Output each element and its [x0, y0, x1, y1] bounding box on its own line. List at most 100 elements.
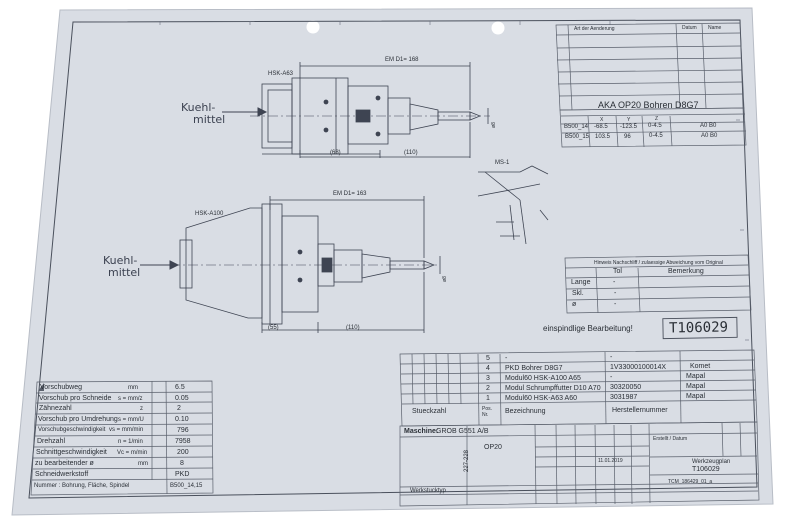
param-unit: n = 1/min	[118, 439, 143, 445]
revision-name: Name	[708, 25, 722, 31]
pos-row1-ab: A0 B0	[700, 123, 717, 129]
param-unit: z	[140, 406, 143, 412]
machine-label: Maschine:	[404, 428, 439, 435]
label-mittel-bottom: mittel	[108, 266, 141, 279]
label-hsk-a100: HSK-A100	[195, 211, 224, 217]
title-ersteller: Erstellt / Datum	[653, 436, 688, 442]
tolerance-col-tol: Tol	[613, 268, 622, 275]
label-dim-110-top: (110)	[404, 150, 418, 156]
param-label: Drehzahl	[37, 438, 66, 445]
revision-datum: Datum	[682, 25, 697, 31]
label-dia-bottom: ø8	[441, 276, 448, 282]
position-title: AKA OP20 Bohren D8G7	[598, 100, 699, 110]
parts-bez: Modul Schrumpffutter D10 A70	[505, 385, 601, 392]
title-date: 11.01.2019	[598, 458, 623, 464]
parts-col-herst: Herstellernummer	[612, 407, 668, 414]
param-unit: s = mm/z	[118, 396, 143, 402]
title-block-grid	[399, 421, 760, 507]
t-number-big: T106029	[668, 319, 729, 337]
param-value: 0.05	[175, 395, 189, 402]
label-kuehl-top: Kuehl-	[181, 101, 216, 114]
revision-block	[555, 22, 745, 111]
pos-col-z: Z	[655, 116, 659, 122]
parts-col-stueck: Stueckzahl	[412, 408, 447, 415]
pos-row2-name: B500_15	[565, 134, 590, 140]
parts-bez: Modul60 HSK-A63 A60	[505, 395, 577, 402]
parts-firma: Mapal	[686, 373, 706, 380]
parts-herst: 3031987	[610, 394, 638, 401]
param-label: Schnittgeschwindigkeit	[36, 449, 107, 456]
pos-row2-x: 103.5	[595, 134, 611, 140]
title-tcm: TCM_186429_01_a	[668, 479, 713, 485]
punch-hole-left	[306, 20, 320, 34]
parts-pos: 4	[486, 365, 490, 372]
param-value: 8	[180, 460, 184, 467]
parts-pos: 3	[486, 375, 490, 382]
param-value: 6.5	[175, 384, 185, 391]
pos-row1-name: B500_14	[564, 124, 589, 130]
label-kuehl-bottom: Kuehl-	[103, 254, 138, 267]
label-em-bottom: EM D1= 163	[333, 191, 367, 197]
parts-bez: -	[505, 355, 508, 362]
label-ms1: MS-1	[495, 160, 510, 166]
param-value: 2	[177, 405, 181, 412]
pos-row1-z: 0-4.5	[648, 123, 662, 129]
tolerance-row-dia: ø	[572, 301, 577, 308]
param-unit: s = mm/U	[118, 417, 144, 423]
machine-part-vertical: 227-228	[464, 449, 471, 473]
machine-op: OP20	[484, 444, 502, 451]
tolerance-row-lange: Lange	[571, 279, 591, 286]
parts-bez: Modul60 HSK-A100 A65	[505, 375, 581, 382]
parts-herst: 1V33000100014X	[610, 364, 667, 371]
param-label: Schneidwerkstoff	[35, 471, 89, 478]
tolerance-row-dia-tol: -	[614, 301, 617, 308]
coolant-arrow-bottom	[140, 260, 180, 270]
machine-value: GROB G551 A/B	[436, 428, 489, 435]
tool-assembly-bottom	[170, 196, 441, 333]
param-value: B500_14,15	[170, 483, 203, 489]
parts-firma: Komet	[690, 363, 711, 370]
param-value: 200	[177, 449, 189, 456]
tolerance-row-lange-tol: -	[613, 279, 616, 286]
revision-header: Art der Aenderung	[574, 26, 615, 32]
pos-row1-y: -123.5	[620, 124, 638, 130]
param-label: zu bearbeitender ø	[35, 460, 94, 467]
parts-herst: -	[610, 354, 613, 361]
parts-pos: 2	[486, 385, 490, 392]
parts-firma: Mapal	[686, 383, 706, 390]
parts-pos: 5	[486, 355, 490, 362]
punch-hole-right	[491, 21, 505, 35]
param-label: Nummer : Bohrung, Fläche, Spindel	[34, 483, 130, 489]
t-number-box	[662, 316, 738, 340]
pos-col-x: X	[600, 117, 604, 123]
param-label: Vorschub pro Umdrehung	[38, 416, 118, 423]
pos-row1-x: -68.5	[594, 124, 608, 130]
param-unit: vs = mm/min	[109, 427, 144, 433]
label-mittel-top: mittel	[193, 113, 226, 126]
parts-herst: -	[610, 374, 613, 381]
tolerance-row-skl-tol: -	[614, 290, 617, 297]
parts-herst: 30320050	[610, 384, 642, 391]
parts-col-bez: Bezeichnung	[505, 408, 546, 415]
param-unit: mm	[128, 385, 138, 391]
machine-werkstucktyp: Werkstucktyp	[410, 488, 446, 494]
param-value: PKD	[175, 471, 190, 478]
tolerance-title: Hinweis Nachschliff / zulaessige Abweich…	[594, 260, 723, 266]
tool-assembly-top	[250, 62, 490, 158]
drawing-frame	[28, 19, 758, 499]
label-einspindlige: einspindlige Bearbeitung!	[543, 324, 633, 333]
param-label: Vorschubweg	[40, 384, 83, 391]
params-grid	[30, 380, 214, 496]
label-em-top: EM D1= 168	[385, 57, 419, 63]
param-unit: mm	[138, 461, 148, 467]
tolerance-row-skl: Skl.	[572, 290, 584, 297]
position-block	[559, 107, 747, 148]
title-werkzeugplan: Werkzeugplan	[692, 459, 731, 465]
label-dim-110-bottom: (110)	[346, 325, 360, 331]
pos-row2-z: 0-4.5	[649, 133, 663, 139]
tolerance-col-bem: Bemerkung	[668, 268, 704, 275]
label-dim-68: (68)	[330, 150, 341, 156]
param-value: 0.10	[175, 416, 189, 423]
